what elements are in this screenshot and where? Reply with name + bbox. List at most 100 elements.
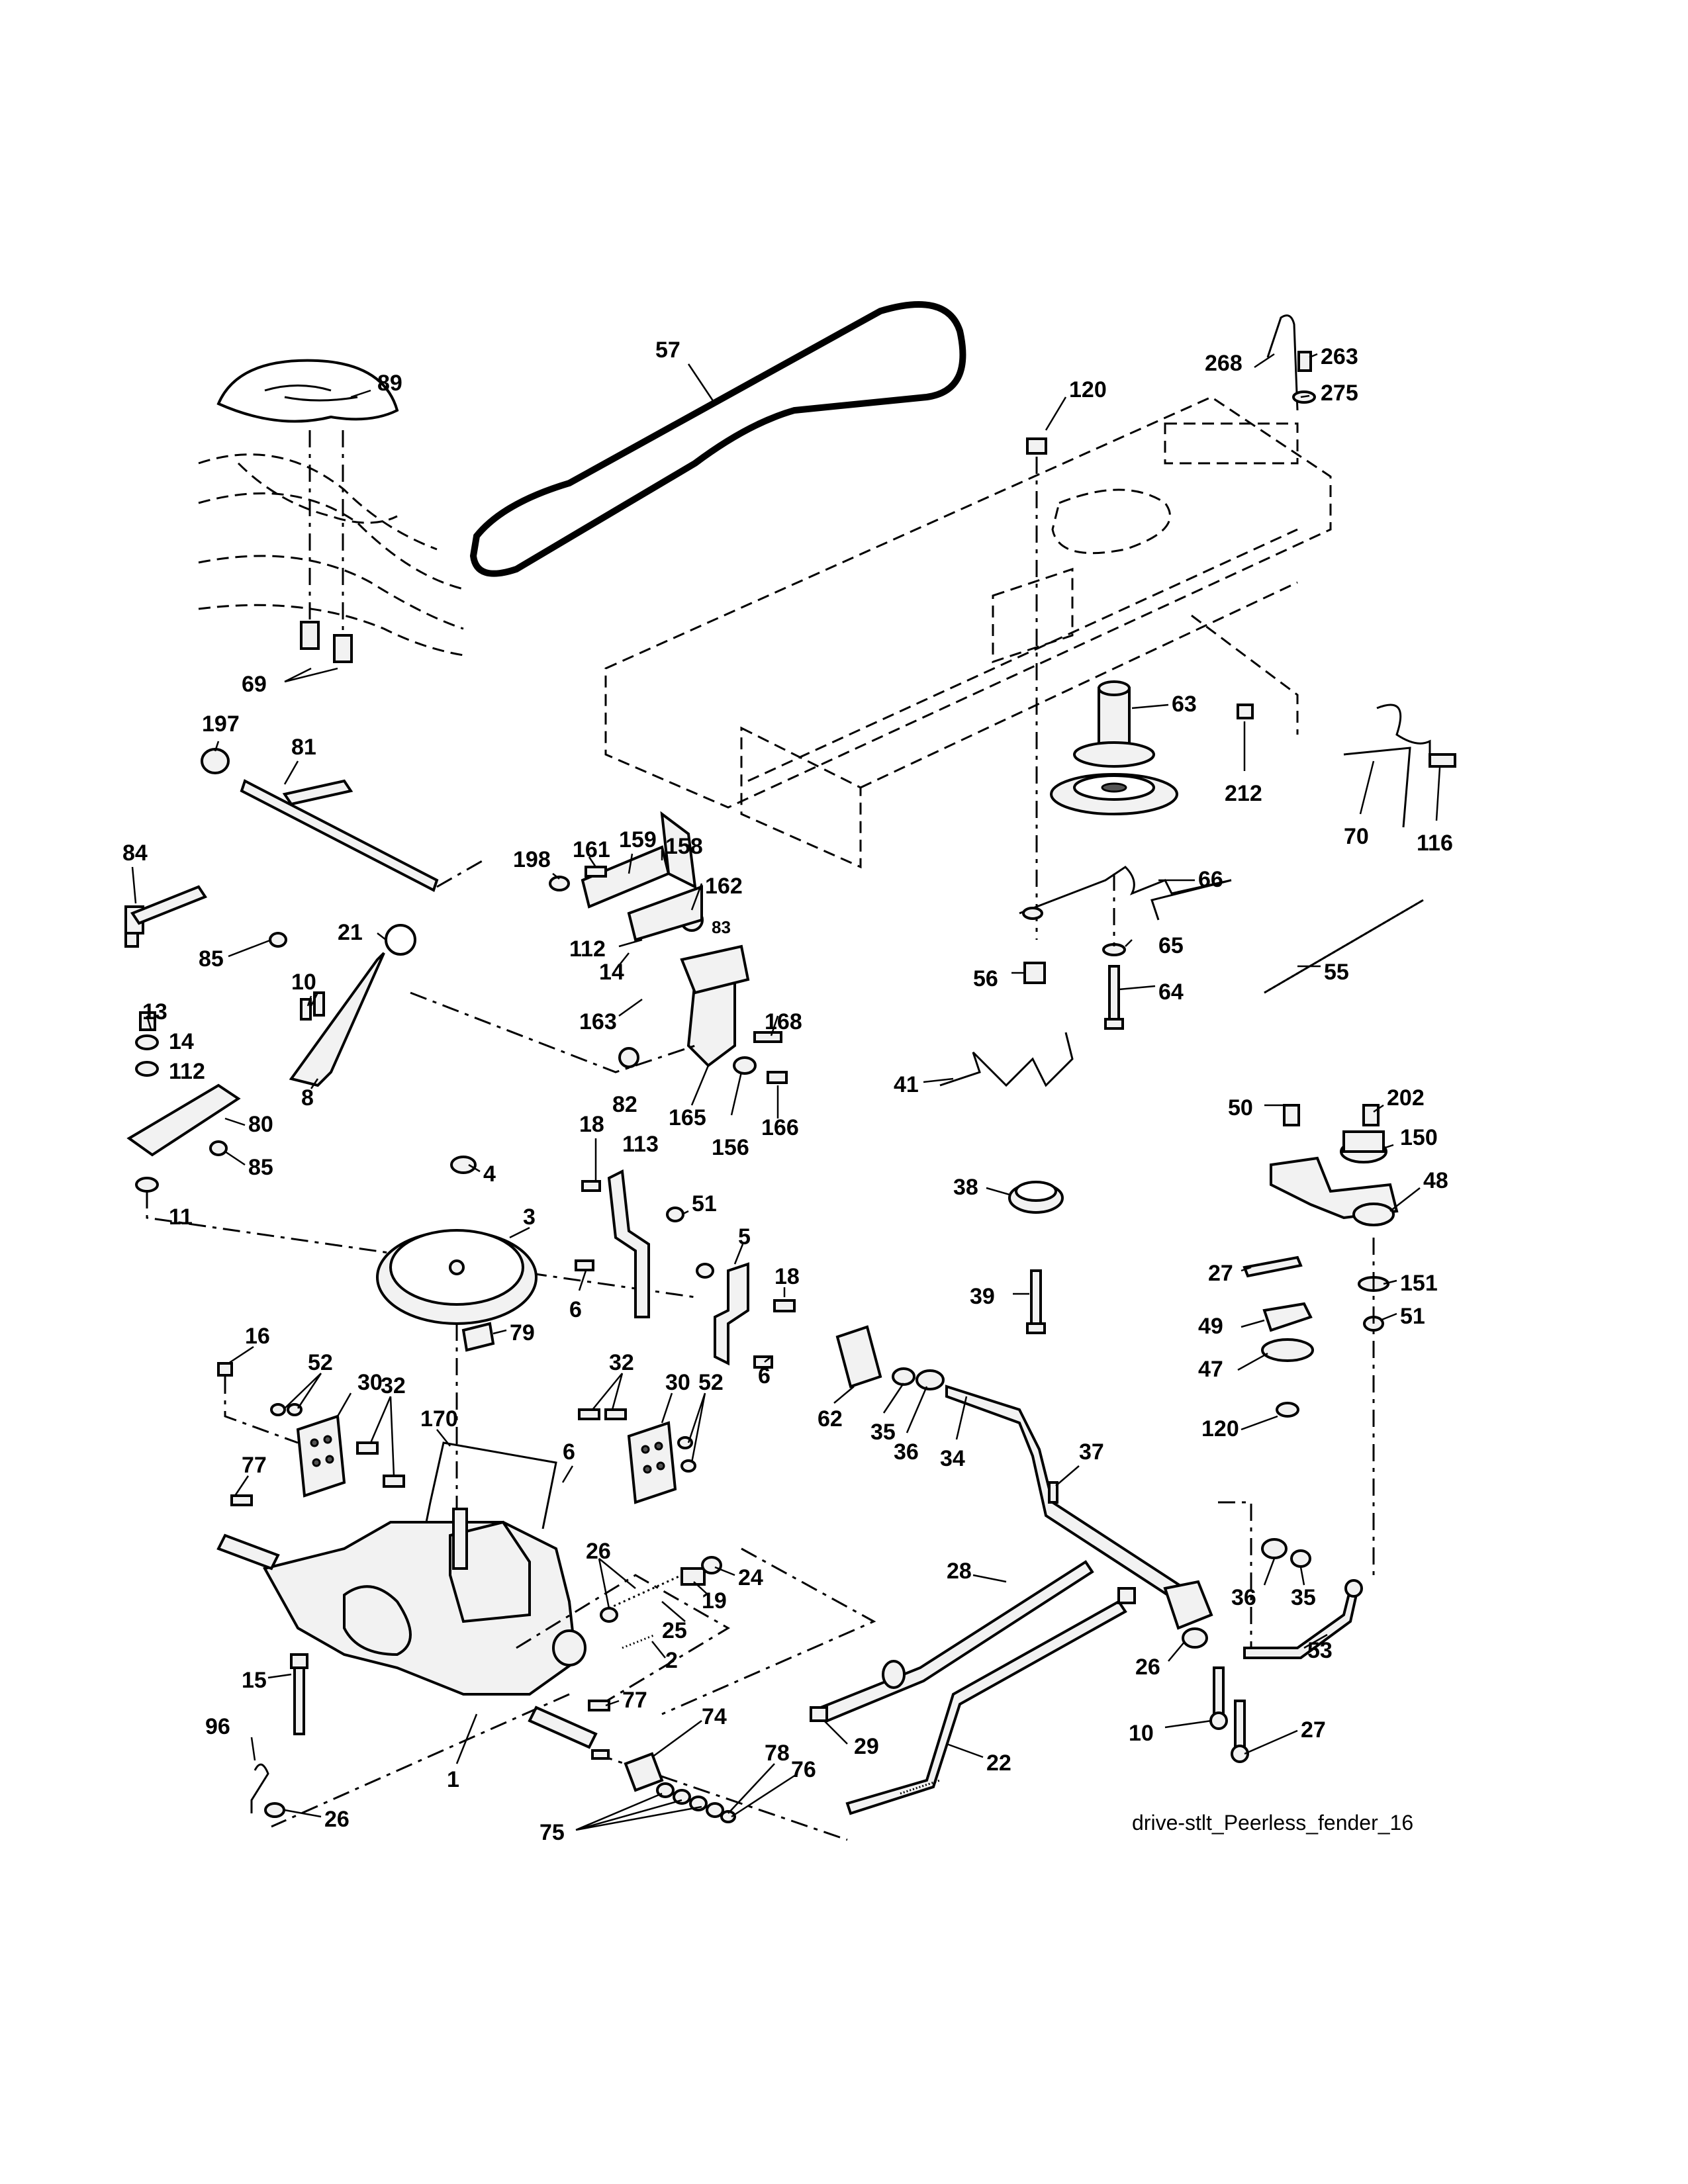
idler-38: [1008, 1181, 1064, 1334]
callout-150: 150: [1400, 1125, 1438, 1150]
callout-120: 120: [1069, 377, 1107, 402]
callout-28: 28: [947, 1559, 972, 1584]
callout-156: 156: [712, 1135, 749, 1160]
callout-16: 16: [245, 1324, 270, 1349]
callout-83: 83: [712, 917, 731, 937]
callout-36: 36: [894, 1439, 919, 1465]
callout-51b: 51: [1400, 1304, 1425, 1329]
callout-56: 56: [973, 966, 998, 991]
callout-75: 75: [539, 1820, 565, 1845]
callout-1: 1: [447, 1767, 459, 1792]
callout-15: 15: [242, 1668, 267, 1693]
diagram-caption: drive-stlt_Peerless_fender_16: [1132, 1811, 1413, 1835]
callout-5: 5: [738, 1224, 751, 1250]
callout-52: 52: [308, 1350, 333, 1375]
link-66: [1019, 866, 1232, 921]
callout-66: 66: [1198, 867, 1223, 892]
callout-62: 62: [818, 1406, 843, 1432]
pin-96: [250, 1763, 285, 1818]
callout-168: 168: [765, 1009, 802, 1034]
callout-89: 89: [377, 371, 402, 396]
callout-30b: 30: [665, 1370, 690, 1395]
callout-49: 49: [1198, 1314, 1223, 1339]
callout-29: 29: [854, 1734, 879, 1759]
callout-47: 47: [1198, 1357, 1223, 1382]
callout-65: 65: [1158, 933, 1184, 958]
callout-69: 69: [242, 672, 267, 697]
callout-6c: 6: [563, 1439, 575, 1465]
callout-163: 163: [579, 1009, 617, 1034]
callout-32: 32: [609, 1350, 634, 1375]
callout-6b: 6: [758, 1363, 771, 1388]
knob-21: [289, 924, 416, 1087]
rod-28: [810, 1560, 1094, 1723]
callout-202: 202: [1387, 1085, 1425, 1111]
callout-27: 27: [1208, 1261, 1233, 1286]
fender-phantom: [198, 453, 464, 657]
callout-120b: 120: [1201, 1416, 1239, 1441]
callout-85b: 85: [248, 1155, 273, 1180]
callout-197: 197: [202, 711, 240, 737]
callout-77b: 77: [622, 1688, 647, 1713]
leader-lines: [131, 353, 1441, 1831]
bracket-5: [714, 1262, 796, 1369]
callout-4: 4: [483, 1161, 496, 1187]
callout-112: 112: [569, 936, 606, 962]
callout-85: 85: [199, 946, 224, 972]
shaft-81: [201, 748, 484, 892]
callout-25: 25: [662, 1618, 687, 1643]
callout-13: 13: [142, 999, 167, 1024]
callout-212: 212: [1225, 781, 1262, 806]
callout-162: 162: [705, 874, 743, 899]
rod-34: [835, 1325, 1213, 1630]
callout-38: 38: [953, 1175, 978, 1200]
nut-120-top: [1026, 437, 1047, 940]
bolt-64: [1023, 874, 1126, 1030]
callout-10: 10: [291, 970, 316, 995]
callout-10b: 10: [1129, 1721, 1154, 1746]
callout-268: 268: [1205, 351, 1243, 376]
frame-phantom: [604, 396, 1332, 869]
callout-37: 37: [1079, 1439, 1104, 1465]
pulley-63: [1050, 680, 1178, 815]
callout-6: 6: [569, 1297, 582, 1322]
callout-275: 275: [1321, 381, 1358, 406]
bracket-70: [1343, 704, 1456, 828]
washers-36-35: [1218, 1501, 1311, 1648]
callout-161: 161: [573, 837, 610, 862]
plate-30-right: [578, 1408, 696, 1504]
callout-41: 41: [894, 1072, 919, 1097]
idler-bracket-48: [1243, 1104, 1399, 1582]
callout-57: 57: [655, 338, 680, 363]
callout-11: 11: [169, 1205, 193, 1230]
callout-35b: 35: [1291, 1585, 1316, 1610]
callout-14: 14: [599, 960, 624, 985]
callout-51: 51: [692, 1191, 717, 1216]
callout-112b: 112: [169, 1059, 205, 1084]
callout-151: 151: [1400, 1271, 1438, 1296]
callout-48: 48: [1423, 1168, 1448, 1193]
callout-26: 26: [586, 1539, 611, 1564]
callout-96: 96: [205, 1714, 230, 1739]
callout-70: 70: [1344, 824, 1369, 849]
callout-116: 116: [1417, 831, 1453, 856]
callout-labels: 57 89 120 268 263 275 69 197 81 63 212 7…: [122, 338, 1453, 1845]
wire-41: [939, 1032, 1074, 1087]
callout-263: 263: [1321, 344, 1358, 369]
drive-belt: [469, 301, 966, 577]
callout-26c: 26: [324, 1807, 350, 1832]
callout-26b: 26: [1135, 1655, 1160, 1680]
callout-74: 74: [702, 1704, 727, 1729]
shift-cover: [216, 359, 399, 423]
transaxle-1: [216, 1494, 848, 1841]
callout-76: 76: [791, 1757, 816, 1782]
callout-39: 39: [970, 1284, 995, 1309]
callout-84: 84: [122, 841, 148, 866]
callout-158: 158: [665, 834, 703, 859]
callout-52b: 52: [698, 1370, 724, 1395]
bracket-165: [410, 944, 788, 1084]
nut-212: [1237, 704, 1254, 719]
callout-34: 34: [940, 1446, 965, 1471]
callout-36b: 36: [1231, 1585, 1256, 1610]
